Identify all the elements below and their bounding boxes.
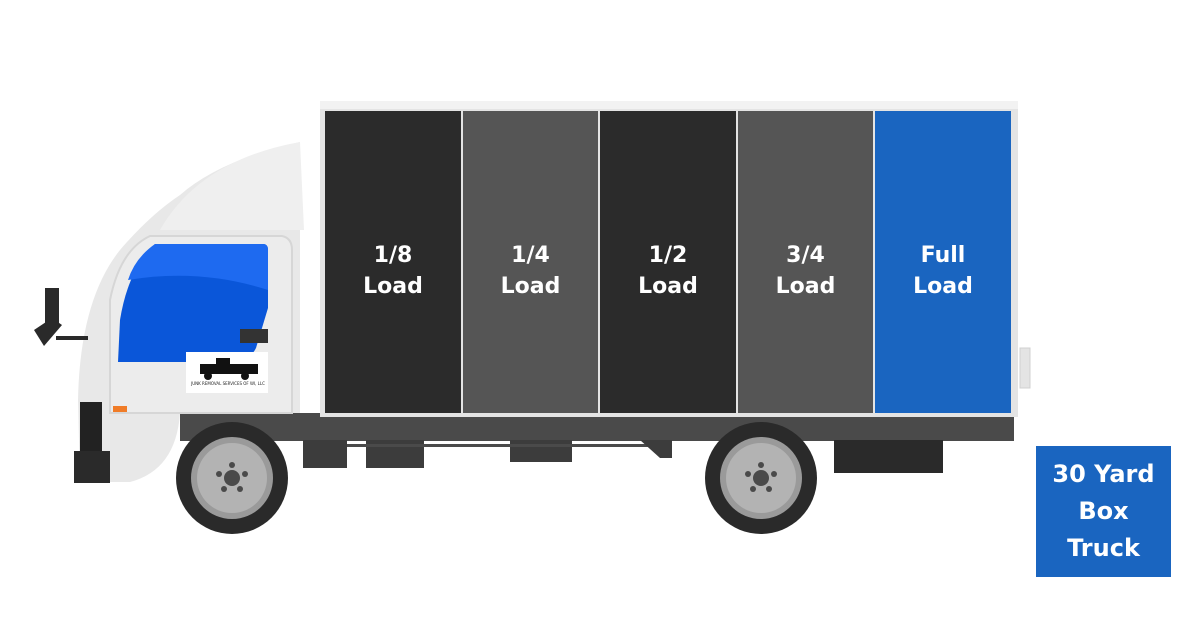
pickup-truck-logo [200, 358, 258, 380]
mud-flap-bracket [640, 440, 672, 458]
orange-marker-light [113, 406, 127, 412]
front-wheel [176, 422, 288, 534]
load-label-1-8: 1/8 Load [363, 243, 423, 299]
rear-wheel [705, 422, 817, 534]
segment-1-8 [325, 111, 461, 413]
rear-door-handle [1019, 347, 1031, 389]
cargo-box-roof [320, 101, 1018, 109]
fuel-tank [303, 440, 347, 468]
roof-fairing [160, 142, 304, 230]
segment-1-4 [463, 111, 598, 413]
segment-full [875, 111, 1011, 413]
door-logo-text: JUNK REMOVAL SERVICES OF WI, LLC [191, 381, 265, 386]
front-grille [80, 402, 102, 452]
chassis-frame [180, 413, 1014, 441]
segment-3-4 [738, 111, 873, 413]
segment-1-2 [600, 111, 736, 413]
front-bumper [74, 451, 110, 483]
load-label-full: Full Load [913, 243, 973, 299]
truck-size-badge: 30 Yard Box Truck [1036, 446, 1171, 577]
window-glare [128, 244, 268, 290]
load-label-1-2: 1/2 Load [638, 243, 698, 299]
load-label-3-4: 3/4 Load [775, 243, 836, 299]
battery-box [510, 440, 572, 462]
load-label-1-4: 1/4 Load [500, 243, 561, 299]
mirror-bracket [56, 336, 88, 340]
underbar [347, 444, 667, 447]
mirror-arm [34, 318, 62, 346]
rear-bumper [834, 440, 943, 473]
side-mirror [45, 288, 59, 328]
door-handle [240, 329, 268, 343]
